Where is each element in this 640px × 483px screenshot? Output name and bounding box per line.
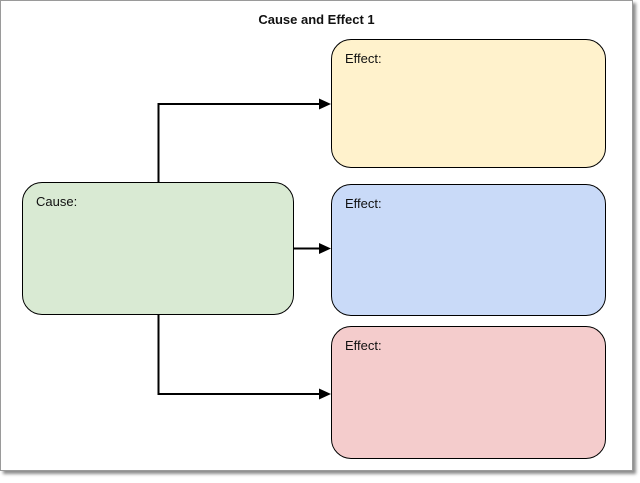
cause-box[interactable]: Cause: [22,182,294,315]
arrowhead-icon [319,388,331,400]
arrowhead-icon [319,243,331,254]
connector-cause-to-effect-1 [157,98,331,183]
effect-box-1[interactable]: Effect: [331,39,606,168]
connector-layer [157,98,331,400]
diagram-canvas: Cause and Effect 1 Cause: Effect: Effect… [0,0,633,471]
cause-label: Cause: [36,194,78,209]
connector-cause-to-effect-3 [157,314,331,400]
effect-label: Effect: [345,196,382,211]
arrowhead-icon [319,98,331,110]
effect-label: Effect: [345,51,382,66]
effect-box-3[interactable]: Effect: [331,326,606,459]
connector-cause-to-effect-2 [293,243,331,254]
diagram-title: Cause and Effect 1 [258,12,375,27]
effect-label: Effect: [345,338,382,353]
effect-box-2[interactable]: Effect: [331,184,606,316]
